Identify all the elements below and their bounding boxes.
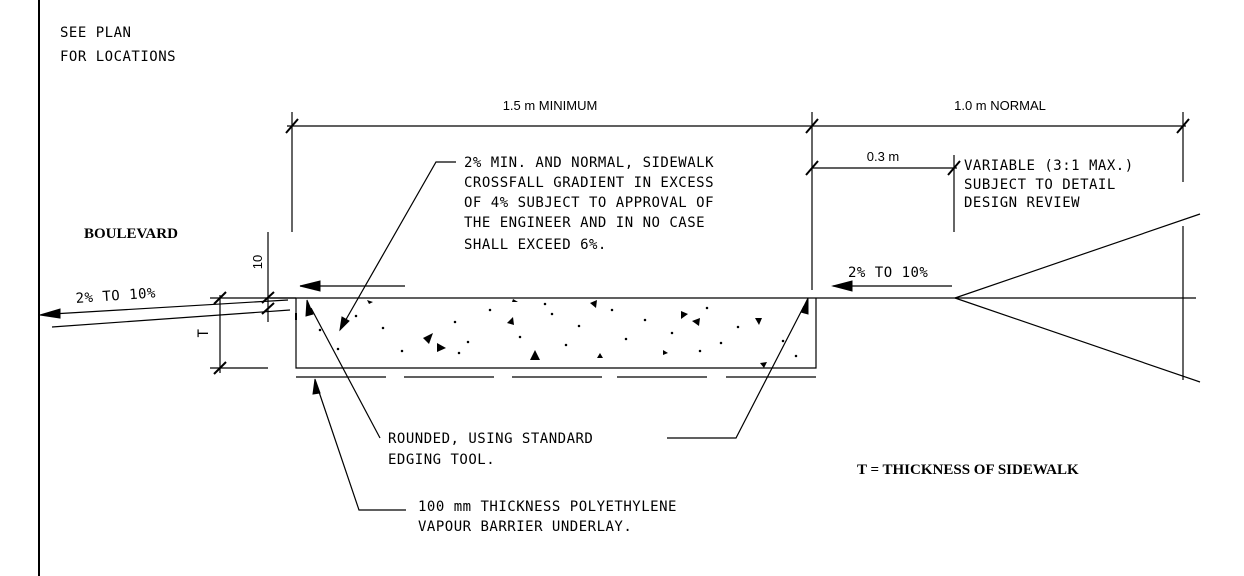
aggregate-stipple bbox=[318, 299, 798, 368]
dimension-step: 10 bbox=[250, 255, 265, 269]
barrier-line-2: VAPOUR BARRIER UNDERLAY. bbox=[418, 519, 632, 535]
crossfall-line-1: 2% MIN. AND NORMAL, SIDEWALK bbox=[464, 155, 714, 171]
crossfall-note: 2% MIN. AND NORMAL, SIDEWALK CROSSFALL G… bbox=[339, 155, 714, 332]
see-plan-line-1: SEE PLAN bbox=[60, 25, 131, 41]
rounded-line-2: EDGING TOOL. bbox=[388, 452, 495, 468]
rounded-line-1: ROUNDED, USING STANDARD bbox=[388, 431, 593, 447]
see-plan-note: SEE PLAN FOR LOCATIONS bbox=[60, 25, 176, 65]
right-slope: 2% TO 10% bbox=[831, 265, 952, 292]
thickness-legend: T = THICKNESS OF SIDEWALK bbox=[857, 462, 1079, 478]
barrier-line-1: 100 mm THICKNESS POLYETHYLENE bbox=[418, 499, 677, 515]
sidewalk-slab bbox=[270, 297, 1196, 369]
variable-line-3: DESIGN REVIEW bbox=[964, 195, 1080, 211]
crossfall-line-5: SHALL EXCEED 6%. bbox=[464, 237, 607, 253]
variable-line-2: SUBJECT TO DETAIL bbox=[964, 177, 1116, 193]
side-slope-fan bbox=[954, 213, 1201, 383]
right-slope-label: 2% TO 10% bbox=[848, 265, 928, 281]
barrier-note: 100 mm THICKNESS POLYETHYLENE VAPOUR BAR… bbox=[312, 378, 677, 535]
left-slope-label: 2% TO 10% bbox=[75, 285, 156, 307]
crossfall-line-3: OF 4% SUBJECT TO APPROVAL OF bbox=[464, 195, 714, 211]
dimension-normal: 1.0 m NORMAL bbox=[954, 98, 1046, 113]
boulevard-label: BOULEVARD bbox=[84, 226, 178, 242]
dimension-offset: 0.3 m bbox=[867, 149, 900, 164]
dimension-minimum: 1.5 m MINIMUM bbox=[503, 98, 598, 113]
thickness-symbol: T bbox=[196, 328, 212, 337]
surface-arrow bbox=[299, 280, 405, 292]
step-dimension: 10 bbox=[250, 232, 275, 322]
variable-line-1: VARIABLE (3:1 MAX.) bbox=[964, 158, 1134, 174]
crossfall-line-2: CROSSFALL GRADIENT IN EXCESS bbox=[464, 175, 714, 191]
variable-note: VARIABLE (3:1 MAX.) SUBJECT TO DETAIL DE… bbox=[964, 158, 1134, 211]
crossfall-line-4: THE ENGINEER AND IN NO CASE bbox=[464, 215, 705, 231]
left-slope: 2% TO 10% bbox=[39, 285, 291, 328]
rounded-note: ROUNDED, USING STANDARD EDGING TOOL. bbox=[305, 297, 809, 468]
top-dimension: 1.5 m MINIMUM 1.0 m NORMAL bbox=[285, 98, 1190, 290]
offset-dimension: 0.3 m bbox=[805, 149, 961, 232]
see-plan-line-2: FOR LOCATIONS bbox=[60, 49, 176, 65]
